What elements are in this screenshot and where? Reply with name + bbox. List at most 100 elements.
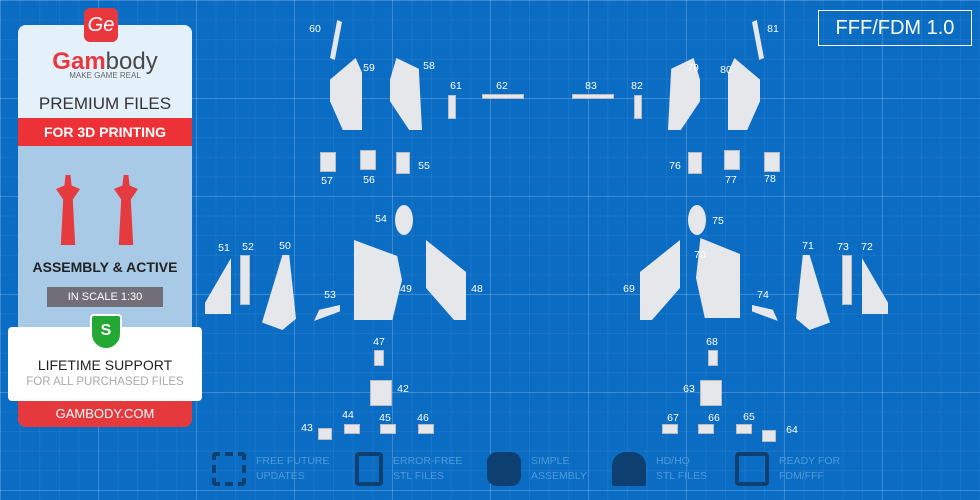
part-number-label: 46 xyxy=(417,412,429,424)
model-part xyxy=(700,380,722,406)
part-number-label: 61 xyxy=(450,80,462,92)
part-number-label: 68 xyxy=(706,336,718,348)
model-part xyxy=(354,240,402,320)
file-check-icon xyxy=(355,452,383,486)
puzzle-icon xyxy=(487,452,521,486)
model-part xyxy=(640,240,680,320)
character-icon xyxy=(612,452,646,486)
model-part xyxy=(205,258,231,314)
feature-line: HD/HQ xyxy=(656,455,690,467)
part-number-label: 42 xyxy=(397,383,409,395)
feature-stl: ERROR-FREE STL FILES xyxy=(355,452,462,486)
gambody-logo: Ge xyxy=(84,8,118,42)
model-part xyxy=(395,205,413,235)
feature-line: ASSEMBLY xyxy=(531,470,587,482)
part-number-label: 77 xyxy=(725,174,737,186)
model-part xyxy=(688,205,706,235)
part-number-label: 67 xyxy=(667,412,679,424)
part-number-label: 60 xyxy=(309,23,321,35)
model-part xyxy=(240,255,250,305)
feature-line: STL FILES xyxy=(393,470,444,482)
model-part xyxy=(752,305,778,321)
printer-icon xyxy=(735,452,769,486)
part-number-label: 50 xyxy=(279,240,291,252)
model-part xyxy=(634,95,642,119)
model-part xyxy=(724,150,740,170)
model-part xyxy=(448,95,456,119)
support-title: LIFETIME SUPPORT xyxy=(37,357,173,373)
part-number-label: 65 xyxy=(743,411,755,423)
feature-assembly: SIMPLE ASSEMBLY xyxy=(487,452,587,486)
part-number-label: 78 xyxy=(764,173,776,185)
model-part xyxy=(344,424,360,434)
part-number-label: 75 xyxy=(712,215,724,227)
model-part xyxy=(360,150,376,170)
brand-name: Gambody xyxy=(18,48,192,76)
premium-heading: PREMIUM FILES xyxy=(38,94,172,113)
part-number-label: 70 xyxy=(694,249,706,261)
tagline: MAKE GAME REAL xyxy=(69,71,141,80)
model-part xyxy=(842,255,852,305)
model-part xyxy=(698,424,714,434)
model-part xyxy=(764,152,780,172)
model-part xyxy=(688,152,702,174)
feature-hd: HD/HQ STL FILES xyxy=(612,452,707,486)
model-part xyxy=(796,255,830,330)
model-part xyxy=(330,58,362,130)
part-number-label: 73 xyxy=(837,241,849,253)
model-part xyxy=(762,430,776,442)
part-number-label: 55 xyxy=(418,160,430,172)
part-number-label: 82 xyxy=(631,80,643,92)
feature-line: ERROR-FREE xyxy=(393,455,463,467)
feature-line: FREE FUTURE xyxy=(256,455,330,467)
model-part xyxy=(396,152,410,174)
model-part xyxy=(708,350,718,366)
part-number-label: 66 xyxy=(708,412,720,424)
feature-line: STL FILES xyxy=(656,470,707,482)
model-part xyxy=(736,424,752,434)
assembly-heading: ASSEMBLY & ACTIVE xyxy=(32,259,178,275)
site-link[interactable]: GAMBODY.COM xyxy=(18,401,192,427)
model-part xyxy=(862,258,888,314)
model-part xyxy=(320,152,336,172)
part-number-label: 79 xyxy=(687,62,699,74)
part-number-label: 71 xyxy=(802,240,814,252)
model-part xyxy=(374,350,384,366)
model-part xyxy=(572,94,614,99)
feature-line: FDM/FFF xyxy=(779,470,824,482)
model-part xyxy=(418,424,434,434)
feature-line: SIMPLE xyxy=(531,455,570,467)
part-number-label: 63 xyxy=(683,383,695,395)
part-number-label: 45 xyxy=(379,412,391,424)
part-number-label: 58 xyxy=(423,60,435,72)
part-number-label: 51 xyxy=(218,242,230,254)
brand-part-b: body xyxy=(105,48,158,75)
part-number-label: 83 xyxy=(585,80,597,92)
model-part xyxy=(482,94,524,99)
part-number-label: 52 xyxy=(242,241,254,253)
part-number-label: 56 xyxy=(363,174,375,186)
shield-icon: S xyxy=(90,314,122,350)
model-part xyxy=(390,58,422,130)
model-part xyxy=(380,424,396,434)
model-part xyxy=(314,305,340,321)
model-part xyxy=(262,255,296,330)
model-part xyxy=(330,20,342,60)
model-part xyxy=(696,238,740,318)
part-number-label: 80 xyxy=(720,64,732,76)
part-number-label: 69 xyxy=(623,283,635,295)
scale-badge: IN SCALE 1:30 xyxy=(47,287,163,307)
part-number-label: 76 xyxy=(669,160,681,172)
model-part xyxy=(318,428,332,440)
model-part xyxy=(370,380,392,406)
part-number-label: 47 xyxy=(373,336,385,348)
part-number-label: 49 xyxy=(400,283,412,295)
part-number-label: 64 xyxy=(786,424,798,436)
part-number-label: 54 xyxy=(375,213,387,225)
part-number-label: 57 xyxy=(321,175,333,187)
for-3d-band: FOR 3D PRINTING xyxy=(18,118,192,146)
format-badge: FFF/FDM 1.0 xyxy=(818,10,972,46)
model-part xyxy=(426,240,466,320)
